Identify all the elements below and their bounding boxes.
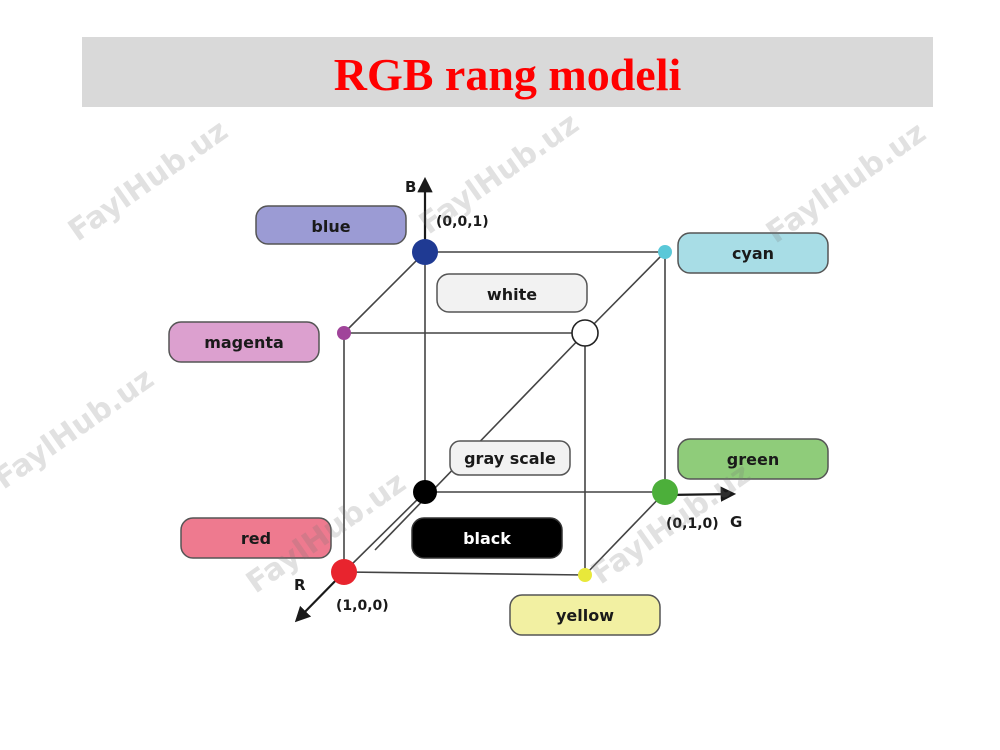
title-bar: RGB rang modeli [82,37,933,107]
pill-magenta-bg [168,321,320,363]
pill-black-bg [411,517,563,559]
pill-cyan-bg [677,232,829,274]
coord-red: (1,0,0) [336,598,389,614]
vertex-yellow [578,568,592,582]
pill-blue-bg [255,205,407,245]
pill-green-label: green [727,450,779,469]
pill-magenta: magenta [168,321,320,363]
axis-label-b: B [405,178,416,196]
vertex-red [331,559,357,585]
axis-label-g: G [730,513,742,531]
pill-gray-scale: gray scale [449,440,571,476]
vertex-cyan [658,245,672,259]
pill-white-label: white [487,285,537,304]
vertex-white [571,319,599,347]
pill-cyan-label: cyan [732,244,774,263]
vertex-black [413,480,437,504]
edge-green-yellow [584,491,666,576]
pill-white-bg [436,273,588,313]
pill-magenta-label: magenta [204,333,284,352]
pill-gray-scale-label: gray scale [464,449,556,468]
cube-edges [343,251,666,576]
pill-cyan: cyan [677,232,829,274]
pill-black: black [411,517,563,559]
pill-black-label: black [463,529,511,548]
pill-green-bg [677,438,829,480]
pill-yellow-label: yellow [556,606,614,625]
pill-green: green [677,438,829,480]
vertex-blue [412,239,438,265]
edge-blue-magenta [343,251,426,334]
coord-blue: (0,0,1) [436,214,489,230]
pill-gray-scale-bg [449,440,571,476]
pill-red-label: red [241,529,271,548]
pill-yellow-bg [509,594,661,636]
pill-blue: blue [255,205,407,245]
pill-red: red [180,517,332,559]
pill-white: white [436,273,588,313]
axis-label-r: R [294,576,306,594]
pill-yellow: yellow [509,594,661,636]
pill-red-bg [180,517,332,559]
edge-red-yellow [343,571,586,576]
vertex-green [652,479,678,505]
page-title: RGB rang modeli [333,48,682,100]
vertex-magenta [337,326,351,340]
coord-green: (0,1,0) [666,516,719,532]
edge-black-red [343,491,426,573]
edge-cyan-white [584,251,666,334]
pill-blue-label: blue [311,217,350,236]
